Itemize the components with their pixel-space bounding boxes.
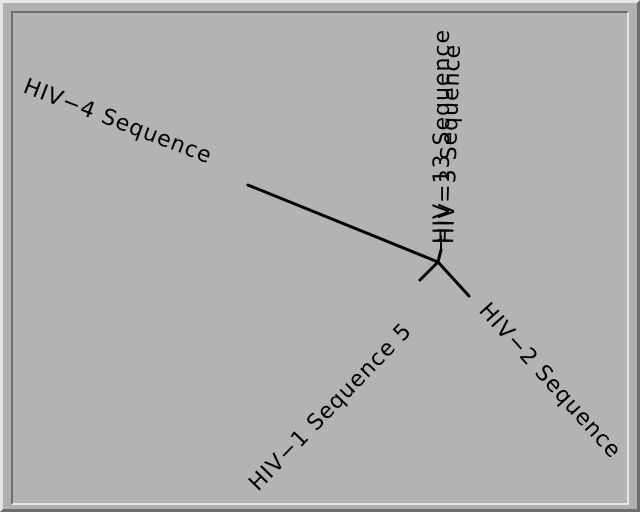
leaf-label-hiv13: HIV−13 Sequence <box>430 29 455 244</box>
leaf-label-hiv4: HIV−4 Sequence <box>20 74 216 169</box>
leaf-label-hiv1: HIV−1 Sequence 5 <box>244 318 417 496</box>
branch-internal <box>436 248 443 264</box>
branch-hiv1 <box>418 260 440 282</box>
leaf-label-hiv2: HIV−2 Sequence <box>474 298 626 463</box>
tree-canvas-frame <box>11 11 629 505</box>
branch-hiv2 <box>436 260 471 298</box>
branch-hiv4 <box>246 183 440 264</box>
